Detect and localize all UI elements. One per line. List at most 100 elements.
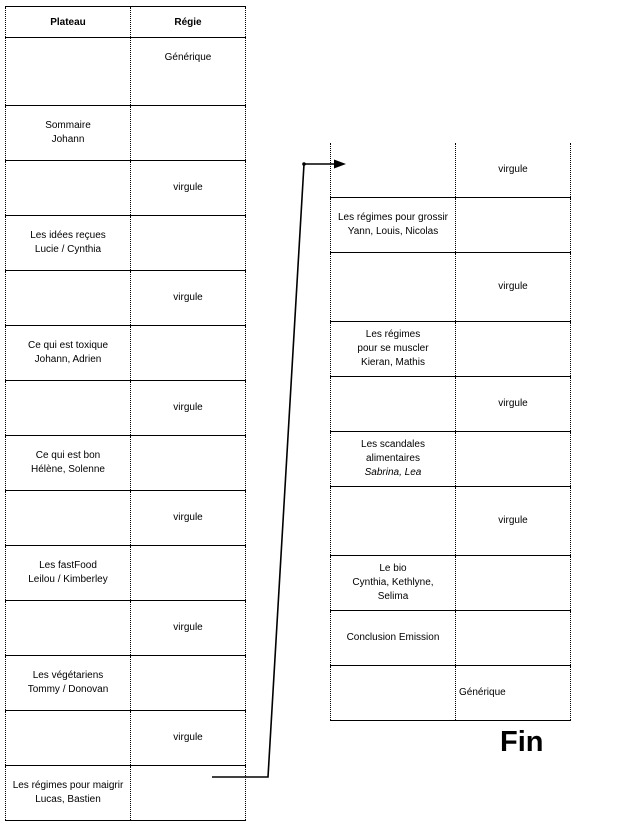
cell-line: virgule bbox=[173, 512, 203, 523]
cell-line: virgule bbox=[498, 515, 528, 526]
regie-cell bbox=[130, 545, 246, 601]
regie-cell: virgule bbox=[455, 143, 571, 198]
regie-cell: virgule bbox=[130, 270, 246, 326]
arrow-joint bbox=[302, 162, 306, 166]
regie-cell bbox=[455, 555, 571, 611]
regie-cell bbox=[130, 435, 246, 491]
plateau-cell bbox=[330, 143, 456, 198]
cell-line: Les idées reçues bbox=[30, 230, 106, 241]
cell-line: Johann bbox=[51, 134, 85, 145]
table-row: virgule bbox=[5, 270, 246, 326]
cell-line: Ce qui est bon bbox=[35, 450, 101, 461]
cell-line: Les régimes pour maigrir bbox=[12, 780, 124, 791]
plateau-cell bbox=[5, 37, 131, 106]
fin-label: Fin bbox=[500, 726, 544, 758]
arrow-head-icon bbox=[334, 159, 346, 169]
header-plateau: Plateau bbox=[5, 6, 131, 38]
cell-line: Johann, Adrien bbox=[34, 354, 102, 365]
table-row: Générique bbox=[330, 665, 571, 721]
regie-cell: virgule bbox=[130, 490, 246, 546]
cell-line: Les végétariens bbox=[32, 670, 104, 681]
regie-cell: virgule bbox=[455, 486, 571, 556]
table-row: Générique bbox=[5, 37, 246, 106]
cell-line: Ce qui est toxique bbox=[27, 340, 109, 351]
cell-line: virgule bbox=[173, 292, 203, 303]
plateau-cell bbox=[5, 380, 131, 436]
plateau-cell bbox=[5, 490, 131, 546]
cell-line: virgule bbox=[173, 402, 203, 413]
header-regie: Régie bbox=[130, 6, 246, 38]
table-row: virgule bbox=[5, 380, 246, 436]
table-row: virgule bbox=[330, 252, 571, 322]
cell-line: alimentaires bbox=[366, 453, 420, 464]
regie-cell bbox=[455, 197, 571, 253]
cell-line: virgule bbox=[498, 281, 528, 292]
regie-cell: virgule bbox=[130, 160, 246, 216]
cell-line: Les scandales bbox=[361, 439, 425, 450]
table-row: virgule bbox=[330, 143, 571, 198]
plateau-cell bbox=[5, 270, 131, 326]
regie-cell: Générique bbox=[455, 665, 571, 721]
plateau-cell: Conclusion Emission bbox=[330, 610, 456, 666]
regie-cell bbox=[455, 321, 571, 377]
cell-line: Les fastFood bbox=[39, 560, 97, 571]
plateau-cell bbox=[330, 665, 456, 721]
regie-cell bbox=[455, 610, 571, 666]
plateau-cell bbox=[5, 710, 131, 766]
plateau-cell bbox=[330, 486, 456, 556]
regie-cell bbox=[130, 325, 246, 381]
cell-line: Yann, Louis, Nicolas bbox=[347, 226, 439, 237]
cell-line: Leilou / Kimberley bbox=[28, 574, 108, 585]
regie-cell bbox=[130, 655, 246, 711]
regie-cell: virgule bbox=[455, 252, 571, 322]
cell-line: Tommy / Donovan bbox=[27, 684, 109, 695]
cell-line: Les régimes pour grossir bbox=[337, 212, 449, 223]
cell-line: virgule bbox=[173, 182, 203, 193]
cell-line: virgule bbox=[173, 622, 203, 633]
plateau-cell bbox=[330, 376, 456, 432]
regie-cell: virgule bbox=[130, 710, 246, 766]
regie-cell: virgule bbox=[455, 376, 571, 432]
regie-cell bbox=[130, 215, 246, 271]
plateau-cell bbox=[5, 160, 131, 216]
cell-line: Kieran, Mathis bbox=[361, 357, 425, 368]
cell-line: Le bio bbox=[379, 563, 407, 574]
table-row: virgule bbox=[5, 600, 246, 656]
table-row: Conclusion Emission bbox=[330, 610, 571, 666]
cell-line: virgule bbox=[498, 398, 528, 409]
regie-cell bbox=[130, 105, 246, 161]
cell-line: Générique bbox=[164, 52, 212, 63]
table-row: virgule bbox=[5, 710, 246, 766]
cell-line: Conclusion Emission bbox=[346, 632, 440, 643]
cell-line: Sabrina, Lea bbox=[364, 467, 422, 478]
cell-line: Lucas, Bastien bbox=[35, 794, 101, 805]
regie-cell bbox=[455, 431, 571, 487]
cell-line: Selima bbox=[377, 591, 409, 602]
cell-line: virgule bbox=[498, 164, 528, 175]
arrow-line bbox=[212, 163, 336, 778]
cell-line: Hélène, Solenne bbox=[31, 464, 105, 475]
cell-line: Lucie / Cynthia bbox=[34, 244, 102, 255]
plateau-cell bbox=[330, 252, 456, 322]
table-row: virgule bbox=[330, 486, 571, 556]
